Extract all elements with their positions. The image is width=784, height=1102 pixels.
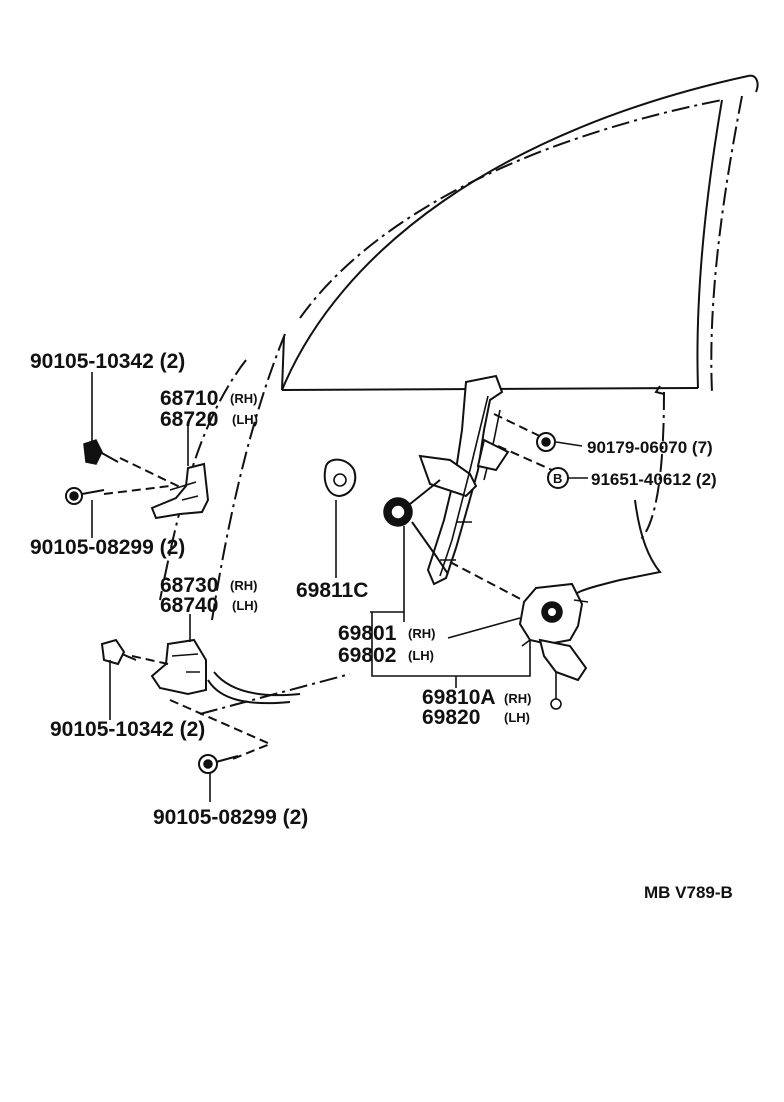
label-handle-seat: 69811C [296,579,368,602]
label-bolt-b-right: 91651-40612 (2) [591,470,717,489]
bolt-upper-bottom-icon [65,487,105,505]
window-regulator [383,374,553,605]
diagram-code: MB V789-B [644,883,733,902]
label-motor-lh-tag: (LH) [504,710,530,725]
label-channel-lower-lh-num: 68740 [160,594,218,617]
label-nut-right: 90179-06070 (7) [587,438,713,457]
label-regulator-rh-tag: (RH) [408,626,435,641]
lower-channel-bracket [131,638,273,761]
upper-channel-bracket [103,457,210,520]
b-marker-circle-icon [547,467,569,489]
bolt-lower-bottom-icon [198,754,239,774]
bolt-lower-top-icon [100,638,137,666]
label-regulator-rh-num: 69801 [338,622,397,645]
handle-seat-part [323,458,357,498]
label-channel-upper-lh-num: 68720 [160,408,218,431]
label-bolt-b-marker: B [553,471,562,486]
label-channel-upper-lh-tag: (LH) [232,412,258,427]
label-channel-lower-lh-tag: (LH) [232,598,258,613]
label-regulator-lh-tag: (LH) [408,648,434,663]
regulator-motor [518,582,589,710]
nut-icon [536,432,556,452]
label-motor-rh-num: 69810A [422,686,496,709]
door-panel-contour [207,499,662,705]
label-bolt-upper-bottom: 90105-08299 (2) [30,536,185,559]
label-channel-lower-rh-tag: (RH) [230,578,257,593]
label-channel-upper-rh-tag: (RH) [230,391,257,406]
label-regulator-lh-num: 69802 [338,644,396,667]
label-bolt-upper-top: 90105-10342 (2) [30,350,185,373]
fasteners [65,432,556,774]
label-channel-upper-rh-num: 68710 [160,387,218,410]
door-glass-outline [159,74,759,621]
label-bolt-lower-bottom: 90105-08299 (2) [153,806,308,829]
leader-lines [91,372,588,802]
label-motor-lh-num: 69820 [422,706,480,729]
bolt-upper-top-icon [83,439,119,465]
label-channel-lower-rh-num: 68730 [160,574,218,597]
label-bolt-lower-top: 90105-10342 (2) [50,718,205,741]
label-motor-rh-tag: (RH) [504,691,531,706]
